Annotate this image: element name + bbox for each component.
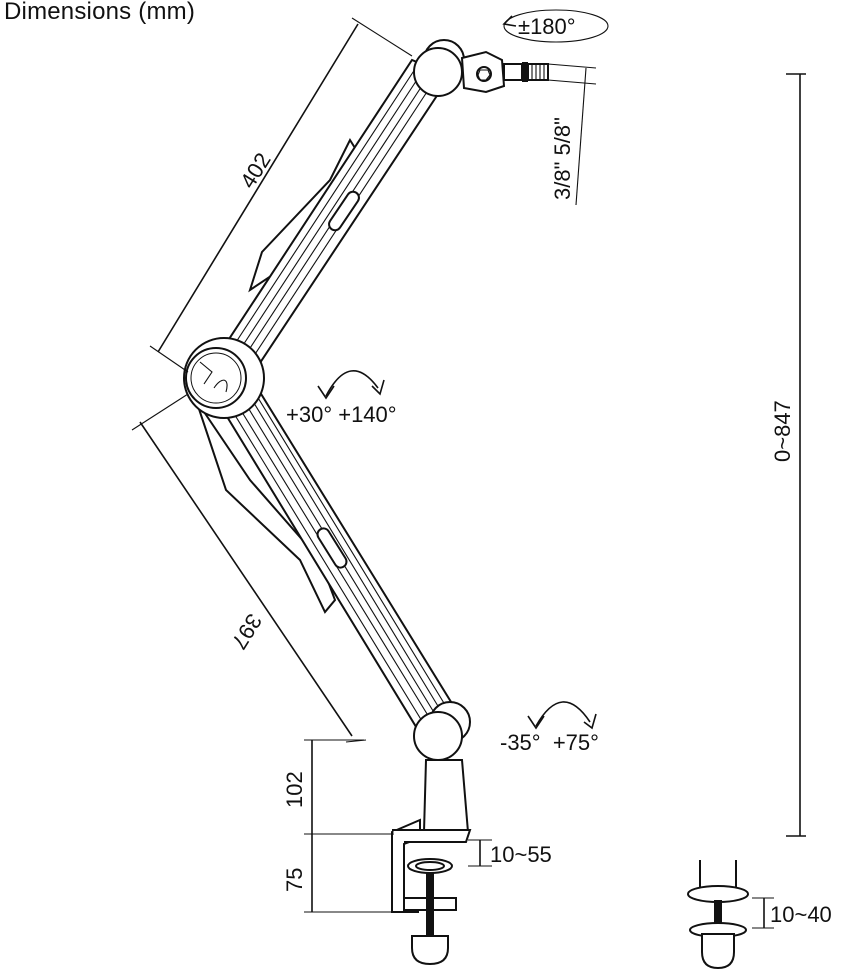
elbow-angle-label: +30° +140° (286, 402, 397, 427)
upper-arm-length-label: 402 (235, 148, 276, 192)
elbow-joint (183, 337, 265, 419)
rotation-head-label: ±180° (518, 14, 576, 39)
base-post (413, 701, 471, 838)
thread-size-label: 3/8" 5/8" (550, 117, 575, 200)
rotation-arrows (317, 9, 609, 730)
clamp-height-label: 75 (282, 868, 307, 892)
desk-clamp (391, 818, 472, 966)
base-angle-label: -35° +75° (500, 730, 599, 755)
grommet-mount-detail (687, 860, 749, 970)
dimension-lines (131, 17, 806, 929)
grommet-range-label: 10~40 (770, 902, 832, 927)
upper-arm (212, 58, 452, 380)
mic-mount-head (413, 39, 549, 97)
lower-arm-length-label: 397 (226, 609, 267, 653)
post-height-label: 102 (282, 771, 307, 808)
lower-arm (195, 374, 458, 732)
diagram-title: Dimensions (mm) (4, 0, 196, 25)
clamp-range-label: 10~55 (490, 842, 552, 867)
height-range-label: 0~847 (770, 400, 795, 462)
